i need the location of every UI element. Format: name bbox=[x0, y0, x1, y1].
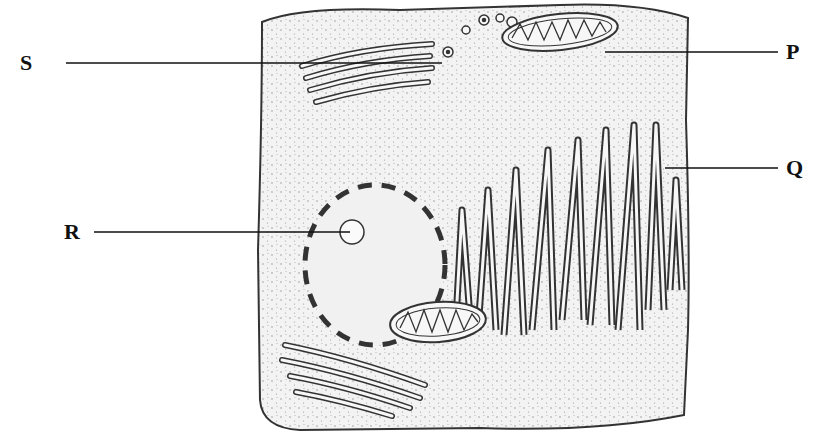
golgi-body bbox=[302, 44, 432, 102]
mitochondrion bbox=[389, 299, 488, 346]
mitochondrion bbox=[500, 8, 619, 56]
part-label: S bbox=[20, 52, 32, 74]
part-label: Q bbox=[786, 157, 803, 179]
leader-line bbox=[66, 52, 778, 232]
endoplasmic-reticulum bbox=[456, 125, 682, 335]
golgi-body bbox=[282, 345, 425, 416]
part-label: P bbox=[786, 41, 799, 63]
cell-membrane bbox=[258, 5, 689, 430]
part-label: R bbox=[64, 221, 80, 243]
